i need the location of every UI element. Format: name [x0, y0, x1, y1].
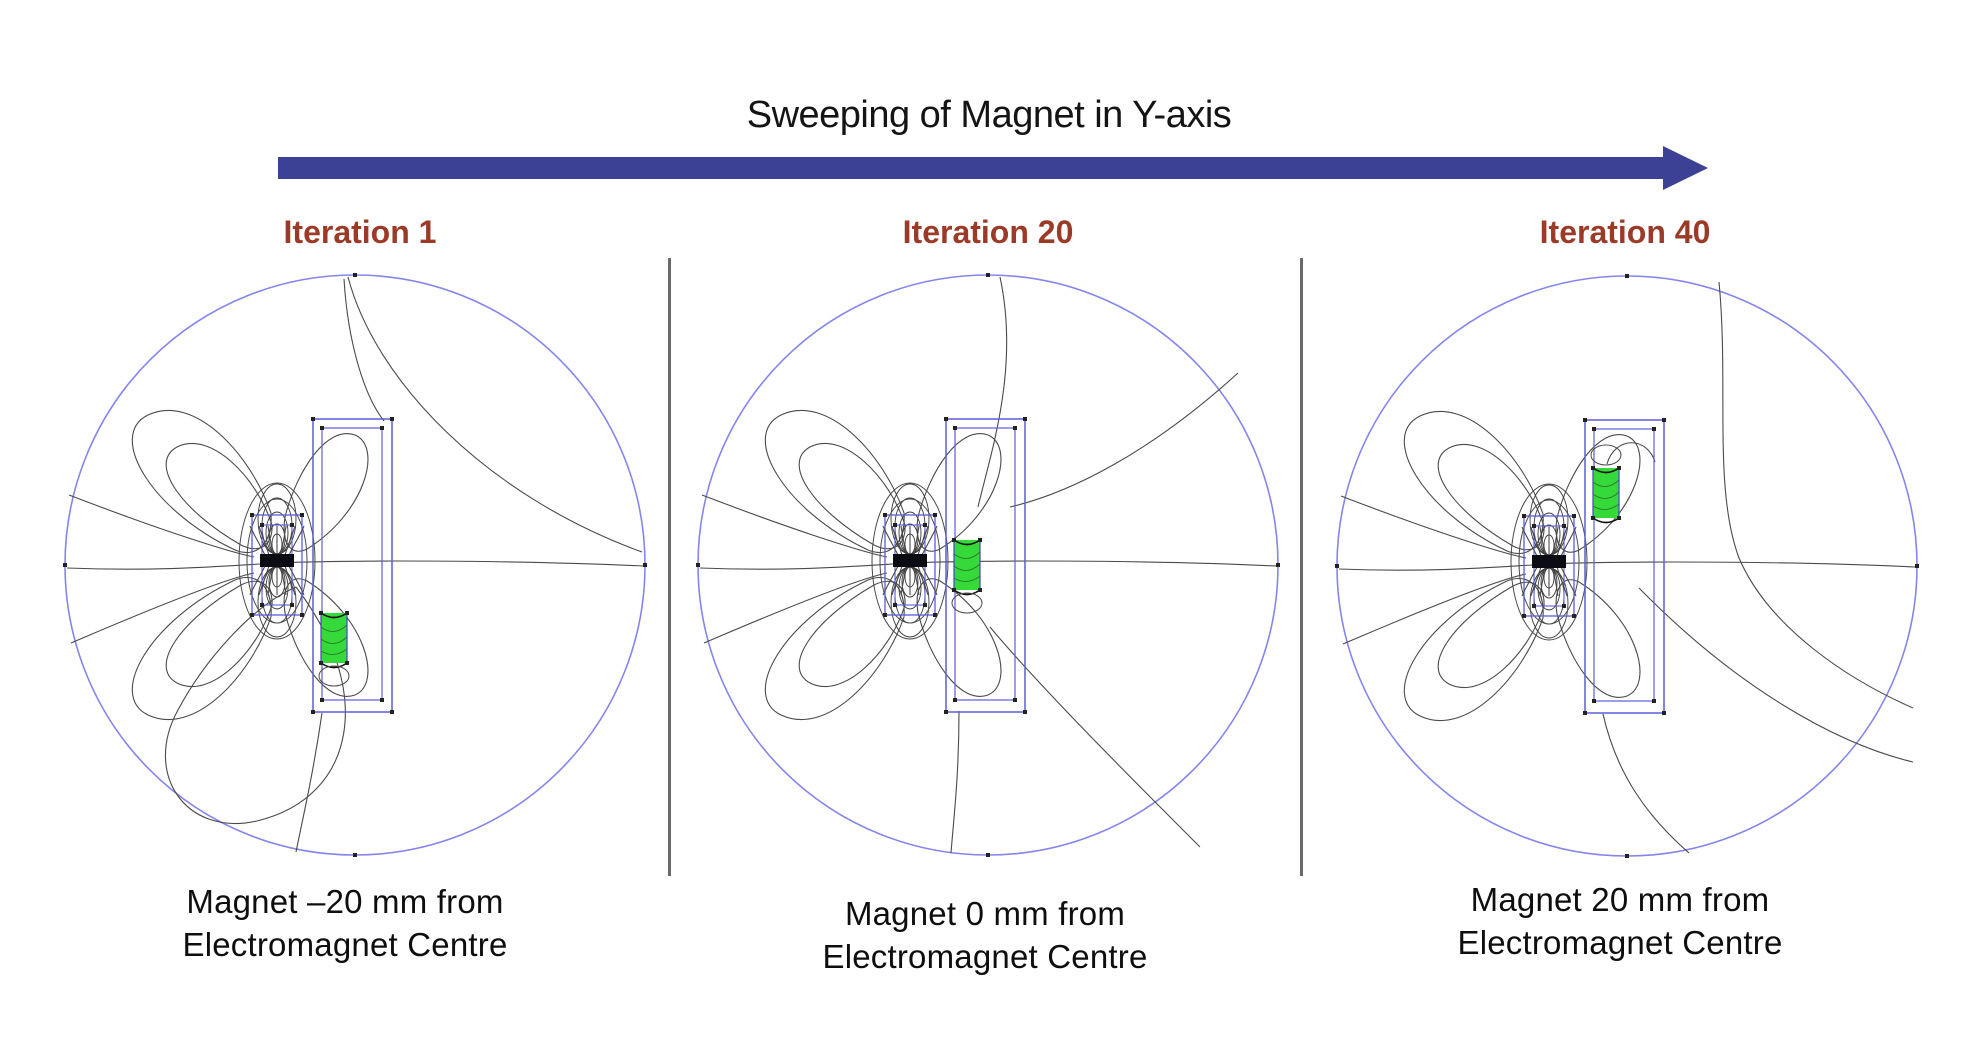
field-simulation-plot-iteration-1	[63, 273, 647, 857]
panel-divider-right	[1300, 258, 1303, 876]
caption-iteration-40: Magnet 20 mm from Electromagnet Centre	[1370, 878, 1870, 964]
caption-line-2: Electromagnet Centre	[822, 938, 1148, 975]
caption-line-1: Magnet 20 mm from	[1470, 881, 1770, 918]
caption-iteration-20: Magnet 0 mm from Electromagnet Centre	[735, 892, 1235, 978]
caption-line-2: Electromagnet Centre	[1457, 924, 1783, 961]
iteration-1-heading: Iteration 1	[283, 214, 437, 250]
caption-iteration-1: Magnet –20 mm from Electromagnet Centre	[95, 880, 595, 966]
sweep-direction-arrow-icon	[278, 146, 1708, 190]
field-simulation-plot-iteration-20	[696, 273, 1280, 857]
iteration-40-heading: Iteration 40	[1539, 214, 1711, 250]
figure-title: Sweeping of Magnet in Y-axis	[746, 94, 1232, 136]
caption-line-1: Magnet 0 mm from	[844, 895, 1126, 932]
iteration-20-heading: Iteration 20	[902, 214, 1074, 250]
caption-line-1: Magnet –20 mm from	[186, 883, 504, 920]
field-simulation-plot-iteration-40	[1335, 274, 1919, 858]
panel-divider-left	[668, 258, 671, 876]
caption-line-2: Electromagnet Centre	[182, 926, 508, 963]
